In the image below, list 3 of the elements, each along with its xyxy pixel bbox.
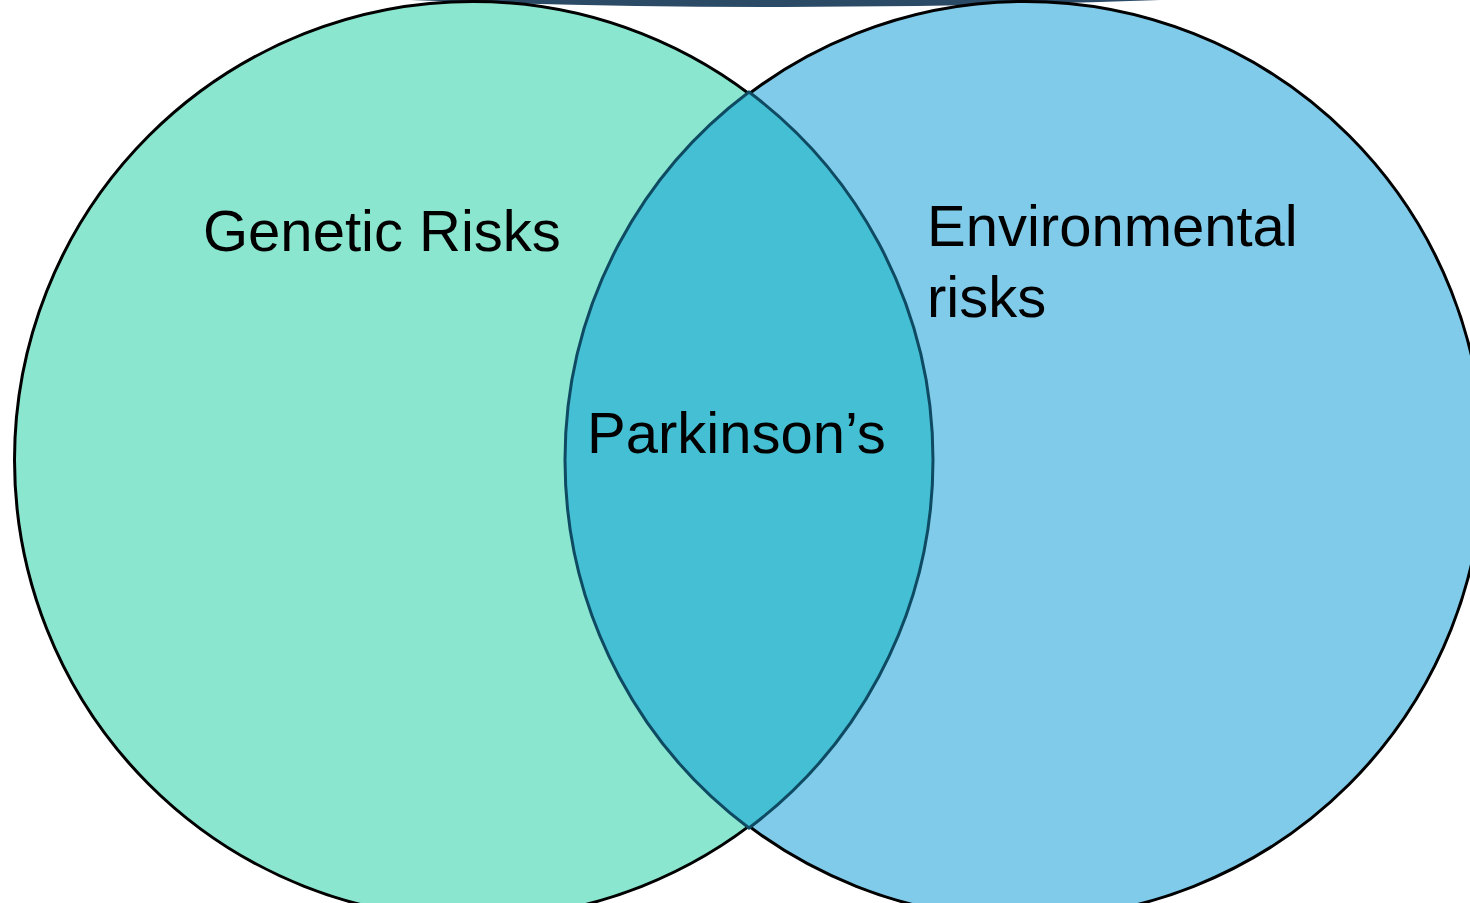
circle-label: Environmental risks xyxy=(927,192,1299,331)
circle-label: Parkinson’s xyxy=(587,399,887,467)
circle-label: Genetic Risks xyxy=(203,197,562,265)
